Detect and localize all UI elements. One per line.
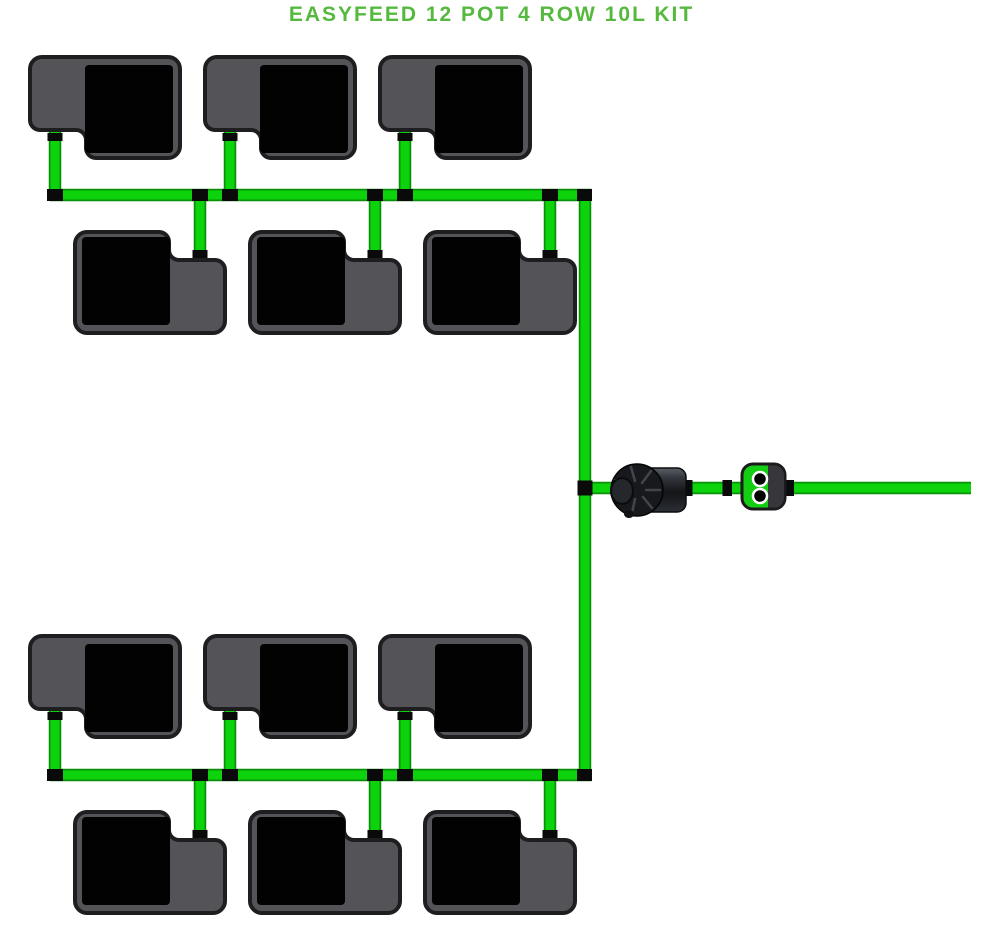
clip — [47, 769, 63, 781]
clip — [397, 769, 413, 781]
clip — [577, 769, 592, 781]
valve-icon — [740, 462, 787, 511]
clip — [222, 189, 238, 201]
clip — [577, 480, 593, 496]
clip — [367, 189, 383, 201]
clip — [47, 189, 63, 201]
clip — [367, 250, 383, 258]
clip — [542, 769, 558, 781]
clip — [222, 769, 238, 781]
clip — [722, 480, 732, 496]
clip — [397, 712, 413, 720]
clip — [222, 133, 238, 141]
diagram-title: EASYFEED 12 POT 4 ROW 10L KIT — [288, 3, 695, 26]
clip — [367, 769, 383, 781]
clip — [542, 189, 558, 201]
clip — [192, 830, 208, 838]
clip — [397, 133, 413, 141]
clip — [192, 189, 208, 201]
clip — [47, 133, 63, 141]
clip — [542, 830, 558, 838]
valve-outlet-top — [751, 470, 769, 488]
clip — [47, 712, 63, 720]
clip — [397, 189, 413, 201]
clip — [192, 250, 208, 258]
pump-icon — [610, 463, 687, 518]
clip — [222, 712, 238, 720]
clip — [683, 480, 693, 496]
clip — [577, 189, 592, 201]
valve-outlet-bottom — [751, 487, 769, 505]
clip — [542, 250, 558, 258]
clip — [784, 480, 794, 496]
tube-clips — [47, 133, 794, 838]
clip — [367, 830, 383, 838]
clip — [192, 769, 208, 781]
pots — [28, 55, 577, 915]
